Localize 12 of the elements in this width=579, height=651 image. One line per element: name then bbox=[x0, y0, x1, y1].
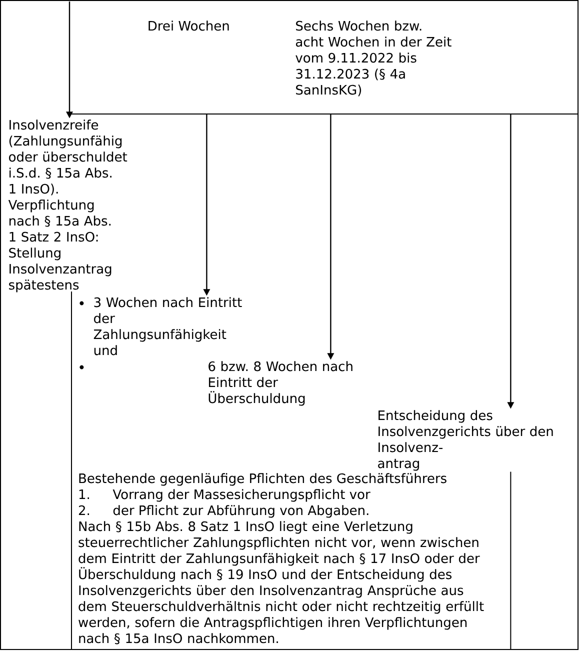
section-heading: Bestehende gegenläufige Pflichten des Geschäftsführers bbox=[79, 473, 446, 486]
list-item: Vorrang der Massesicherungspflicht vor bbox=[112, 489, 370, 502]
list-number: 2. bbox=[78, 505, 89, 515]
deadline-item: 3 Wochen nach Eintritt der Zahlungsunfähigkeit und bbox=[94, 297, 242, 356]
list-number: 1. bbox=[79, 490, 89, 499]
paragraph: Nach § 15b Abs. 8 Satz 1 InsO liegt eine Verletzung steuerrechtlicher Zahlungspflichten nicht vor, wenn zwischen dem Eintritt der Zahlungsunfähigkeit nach § 17 InsO oder der Überschuldung nach § 19 InsO und der Entscheidung des Insolvenzgerichts über den Insolvenzantrag Ansprüche aus dem Steuerschuldverhältnis nicht oder nicht rechtzeitig erfüllt werden, sofern die Antragspflichtigen ihren Verpflichtungen nach § 15a InsO nachkommen. bbox=[78, 521, 484, 644]
event-text: Entscheidung des Insolvenzgerichts über den Insolvenz- antrag bbox=[378, 410, 553, 471]
column-heading: Drei Wochen bbox=[148, 20, 229, 31]
deadline-item: 6 bzw. 8 Wochen nach Eintritt der Überschuldung bbox=[208, 361, 352, 406]
column-heading: Sechs Wochen bzw. acht Wochen in der Zeit vom 9.11.2022 bis 31.12.2023 (§ 4a SanInsKG) bbox=[296, 20, 452, 96]
event-text: Insolvenzreife (Zahlungsunfähig oder überschuldet i.S.d. § 15a Abs. 1 InsO). Verpflichtung nach § 15a Abs. 1 Satz 2 InsO: Stellung Insolvenzantrag spätestens bbox=[8, 120, 128, 292]
list-item: der Pflicht zur Abführung von Abgaben. bbox=[113, 505, 368, 518]
